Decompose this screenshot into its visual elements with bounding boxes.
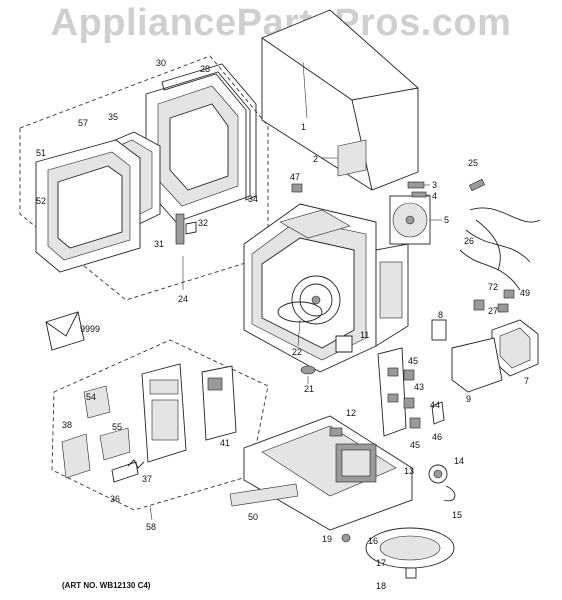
light-socket xyxy=(335,335,353,353)
label-34: 34 xyxy=(248,194,258,204)
label-31: 31 xyxy=(154,239,164,249)
turntable-support xyxy=(277,301,323,347)
thermostat xyxy=(291,183,303,193)
instruction-envelope xyxy=(45,311,85,351)
label-55: 55 xyxy=(112,422,122,432)
label-43: 43 xyxy=(414,382,424,392)
label-7: 7 xyxy=(524,376,529,386)
label-17: 17 xyxy=(376,558,386,568)
label-45-b: 45 xyxy=(410,440,420,450)
label-1: 1 xyxy=(301,122,306,132)
foot xyxy=(341,533,351,543)
label-8: 8 xyxy=(438,310,443,320)
label-45-a: 45 xyxy=(408,356,418,366)
control-board xyxy=(201,365,237,441)
label-9999: 9999 xyxy=(80,324,100,334)
cavity-assembly xyxy=(243,203,409,373)
label-26: 26 xyxy=(464,236,474,246)
label-44: 44 xyxy=(430,400,440,410)
turntable-motor-cover xyxy=(365,527,455,579)
switch-harness xyxy=(61,433,91,479)
fan-motor xyxy=(389,195,442,245)
door-release-button xyxy=(111,461,139,483)
label-24: 24 xyxy=(178,294,188,304)
label-72: 72 xyxy=(488,282,498,292)
label-16: 16 xyxy=(368,536,378,546)
label-3: 3 xyxy=(432,180,437,190)
label-2: 2 xyxy=(313,154,318,164)
interlock-switch xyxy=(403,369,421,429)
door-frame xyxy=(145,71,251,223)
label-5: 5 xyxy=(444,215,449,225)
label-15: 15 xyxy=(452,510,462,520)
duct xyxy=(451,337,503,393)
label-13: 13 xyxy=(404,466,414,476)
touchpad xyxy=(99,427,131,461)
label-11: 11 xyxy=(360,330,369,340)
case-panel xyxy=(322,139,367,177)
label-57: 57 xyxy=(78,118,88,128)
label-51: 51 xyxy=(36,148,46,158)
motor-assembly xyxy=(428,464,456,502)
door-assembly-group xyxy=(19,55,269,301)
label-25: 25 xyxy=(468,158,478,168)
label-18: 18 xyxy=(376,581,386,591)
label-54: 54 xyxy=(86,392,96,402)
label-4: 4 xyxy=(432,191,437,201)
capacitor xyxy=(431,319,447,341)
label-19: 19 xyxy=(322,534,332,544)
label-50: 50 xyxy=(248,512,258,522)
label-14: 14 xyxy=(454,456,464,466)
art-number: (ART NO. WB12130 C4) xyxy=(62,581,151,590)
label-27: 27 xyxy=(488,306,498,316)
terminal-plug xyxy=(468,178,486,192)
label-28: 28 xyxy=(200,64,210,74)
diode xyxy=(473,289,515,313)
label-22: 22 xyxy=(292,347,302,357)
door-seal xyxy=(161,63,257,201)
label-58: 58 xyxy=(146,522,156,532)
callout-labels: 1 2 3 4 5 7 8 9 11 12 13 14 15 16 17 18 … xyxy=(36,58,530,591)
latch-lever xyxy=(431,401,445,425)
light-bar xyxy=(229,483,299,507)
wire-harness xyxy=(459,207,541,291)
door-latch xyxy=(175,213,197,245)
display-window xyxy=(83,385,111,419)
label-12: 12 xyxy=(346,408,356,418)
label-32: 32 xyxy=(198,218,208,228)
label-47: 47 xyxy=(290,172,300,182)
outer-door xyxy=(35,139,141,273)
label-52: 52 xyxy=(36,196,46,206)
label-37: 37 xyxy=(142,474,152,484)
coupler xyxy=(300,365,316,384)
latch-board xyxy=(377,347,407,437)
control-panel-group xyxy=(51,339,269,521)
control-spring xyxy=(127,459,145,469)
thermal-cutoff xyxy=(407,181,430,198)
label-49: 49 xyxy=(520,288,530,298)
transformer xyxy=(335,443,377,483)
label-21: 21 xyxy=(304,384,314,394)
fuse-holder xyxy=(329,427,343,437)
control-panel xyxy=(141,363,187,463)
magnetron xyxy=(491,319,539,377)
label-35: 35 xyxy=(108,112,118,122)
label-36: 36 xyxy=(110,494,120,504)
label-46: 46 xyxy=(432,432,442,442)
outer-case xyxy=(261,9,419,191)
label-30: 30 xyxy=(156,58,166,68)
label-9: 9 xyxy=(466,394,471,404)
label-38: 38 xyxy=(62,420,72,430)
label-41: 41 xyxy=(220,438,230,448)
